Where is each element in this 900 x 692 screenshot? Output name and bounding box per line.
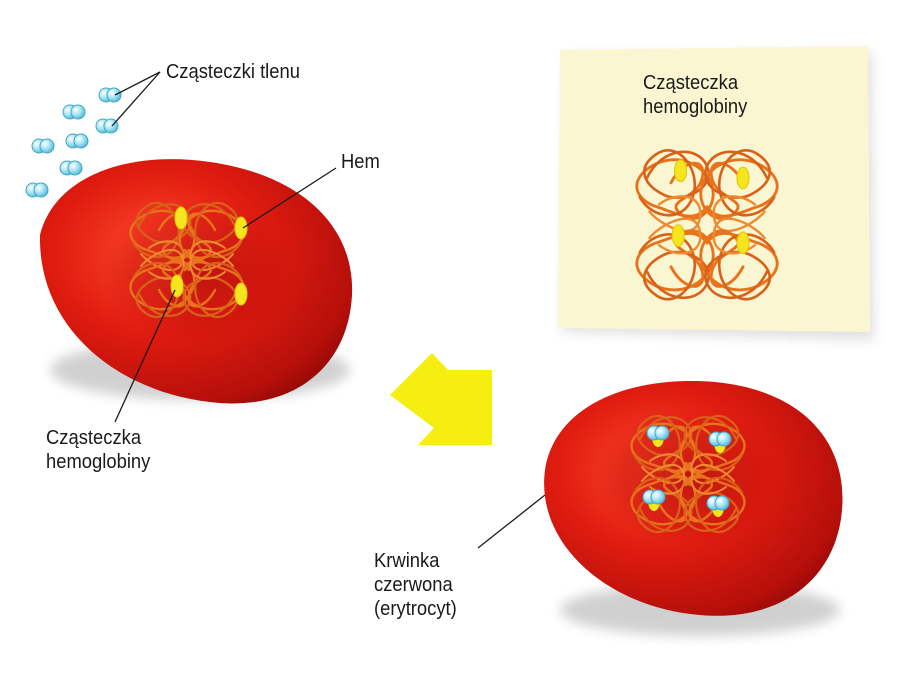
hemoglobin-label-left: Cząsteczka hemoglobiny	[46, 426, 150, 474]
heme-label: Hem	[341, 150, 380, 174]
oxygen-molecule-icon	[32, 139, 54, 153]
heme-text: Hem	[341, 150, 380, 174]
red-blood-cell-line2: czerwona	[374, 573, 457, 597]
cell-dimple	[100, 197, 310, 353]
heme-icon	[175, 207, 187, 229]
red-blood-cell-line3: (erytrocyt)	[374, 597, 457, 621]
heme-icon	[235, 217, 247, 239]
red-blood-cell-label: Krwinka czerwona (erytrocyt)	[374, 549, 457, 621]
hemoglobin-panel-title: Cząsteczka hemoglobiny	[643, 71, 747, 119]
oxygen-molecule-icon	[26, 183, 48, 197]
heme-icon	[235, 283, 247, 305]
oxygen-molecule-icon	[60, 161, 82, 175]
heme-icon	[672, 225, 684, 247]
heme-icon	[737, 167, 749, 189]
oxygen-molecule-icon	[63, 105, 85, 119]
oxygen-molecule-icon	[643, 490, 665, 504]
red-blood-cell-left	[40, 159, 352, 403]
oxygen-molecule-icon	[707, 496, 729, 510]
hemoglobin-label-line1: Cząsteczka	[46, 426, 150, 450]
oxygen-molecule-icon	[647, 426, 669, 440]
red-blood-cell-line1: Krwinka	[374, 549, 457, 573]
heme-icon	[675, 160, 687, 182]
oxygen-molecules-text: Cząsteczki tlenu	[166, 60, 300, 84]
oxygen-molecule-icon	[99, 88, 121, 102]
hemoglobin-panel-line2: hemoglobiny	[643, 95, 747, 119]
red-blood-cell-right	[544, 381, 842, 636]
oxygen-molecule-icon	[709, 432, 731, 446]
hemoglobin-label-line2: hemoglobiny	[46, 450, 150, 474]
hemoglobin-panel-line1: Cząsteczka	[643, 71, 747, 95]
arrow-icon	[390, 353, 492, 445]
heme-icon	[737, 232, 749, 254]
oxygen-molecules-label: Cząsteczki tlenu	[166, 60, 300, 84]
oxygen-molecule-icon	[66, 134, 88, 148]
oxygen-molecule-icon	[96, 119, 118, 133]
